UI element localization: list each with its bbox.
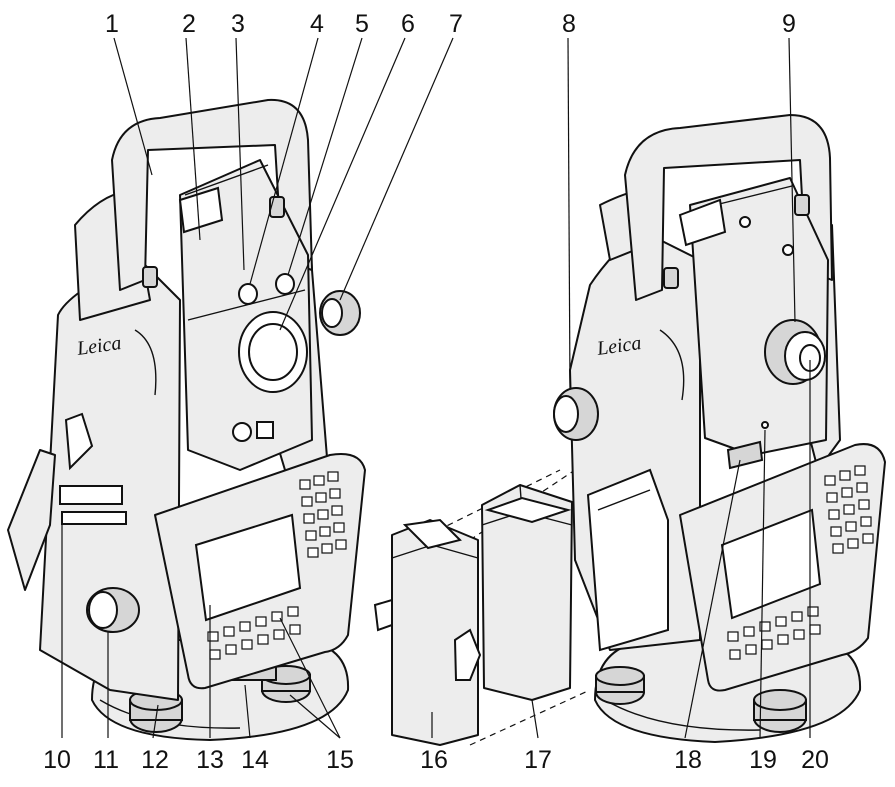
label-7: 7 xyxy=(449,10,463,38)
label-17: 17 xyxy=(524,746,552,774)
label-2: 2 xyxy=(182,10,196,38)
keypad-left xyxy=(207,471,347,660)
label-9: 9 xyxy=(782,10,796,38)
label-18: 18 xyxy=(674,746,702,774)
label-5: 5 xyxy=(355,10,369,38)
label-13: 13 xyxy=(196,746,224,774)
label-11: 11 xyxy=(93,746,119,774)
left-instrument: Leica xyxy=(7,98,366,741)
label-6: 6 xyxy=(401,10,415,38)
label-8: 8 xyxy=(562,10,576,38)
label-3: 3 xyxy=(231,10,245,38)
label-15: 15 xyxy=(326,746,354,774)
leader-lines xyxy=(61,37,811,739)
callout-labels: 1 2 3 4 5 6 7 8 9 10 11 12 13 14 15 16 1… xyxy=(43,10,829,774)
label-4: 4 xyxy=(310,10,324,38)
battery-parts xyxy=(373,459,591,746)
right-instrument: Leica xyxy=(553,114,886,743)
label-16: 16 xyxy=(420,746,448,774)
label-20: 20 xyxy=(801,746,829,774)
keypad-right xyxy=(727,465,874,660)
label-19: 19 xyxy=(749,746,777,774)
label-14: 14 xyxy=(241,746,269,774)
label-1: 1 xyxy=(105,10,119,38)
label-10: 10 xyxy=(43,746,71,774)
label-12: 12 xyxy=(141,746,169,774)
